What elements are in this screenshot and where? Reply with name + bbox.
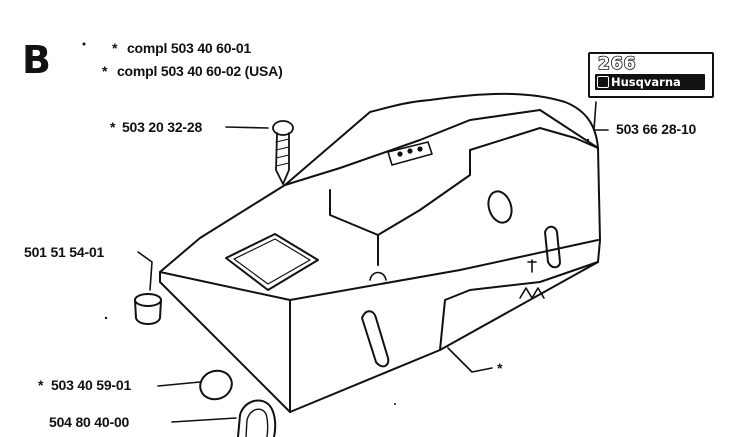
callout-plug-number: 501 51 54-01	[24, 244, 105, 260]
callout-screw-marker: *	[110, 119, 116, 135]
speck	[104, 316, 108, 320]
cover-rear-edge	[469, 127, 599, 151]
callout-cap-marker: *	[38, 377, 44, 393]
leader-gasket	[171, 417, 237, 423]
plug-body	[134, 299, 162, 325]
cover-ridge-top	[284, 109, 599, 186]
cover-pin	[527, 259, 537, 273]
screw-head	[272, 120, 294, 136]
decal-brand-name: Husqvarna	[611, 75, 681, 89]
vent-dot-2	[407, 148, 413, 154]
cover-top-housing	[329, 149, 471, 236]
decal-brand-bar: Husqvarna	[595, 74, 705, 90]
plug-top	[134, 293, 162, 307]
leader-plug	[137, 251, 153, 291]
decal-model-number: 266	[597, 54, 637, 74]
callout-cover-marker: *	[497, 360, 503, 376]
cover-ridge-left	[159, 239, 599, 301]
callout-cap-number: 503 40 59-01	[50, 377, 132, 393]
header-note-2: * compl 503 40 60-02 (USA)	[102, 63, 283, 79]
header-note-2-text: compl 503 40 60-02 (USA)	[116, 63, 283, 79]
cover-slot-side	[544, 225, 561, 269]
leader-decal	[593, 101, 609, 131]
leader-screw	[225, 126, 269, 129]
section-letter: B	[22, 38, 51, 82]
callout-gasket-number: 504 80 40-00	[49, 414, 130, 430]
cover-side-knob	[487, 190, 513, 224]
speck	[586, 138, 590, 142]
vent-dot-1	[397, 151, 403, 157]
callout-screw: * 503 20 32-28	[110, 119, 202, 135]
speck	[394, 403, 396, 405]
screw-thread	[275, 138, 290, 167]
cover-vent	[387, 141, 433, 166]
husqvarna-crown-icon	[597, 76, 609, 88]
cap	[199, 369, 233, 401]
leader-cover	[447, 347, 493, 373]
model-decal: 266 Husqvarna	[588, 52, 714, 98]
cover-hook	[369, 271, 387, 281]
speck	[82, 42, 86, 46]
cover-side-panel	[439, 261, 599, 351]
cover-outline	[159, 92, 601, 413]
header-note-1: * compl 503 40 60-01	[112, 40, 251, 56]
plug	[134, 293, 162, 325]
gasket-ring-inner	[245, 408, 269, 437]
header-note-2-marker: *	[102, 63, 108, 79]
header-note-1-text: compl 503 40 60-01	[126, 40, 251, 56]
cover-window-inner	[233, 238, 311, 285]
gasket-ring	[237, 399, 277, 437]
callout-cap: * 503 40 59-01	[38, 377, 131, 393]
callout-decal-number: 503 66 28-10	[616, 121, 697, 137]
cover-slot-front	[361, 310, 390, 368]
cover-latch	[519, 287, 545, 299]
screw	[272, 120, 294, 185]
vent-dot-3	[417, 146, 423, 152]
leader-cap	[157, 381, 201, 387]
callout-screw-number: 503 20 32-28	[121, 119, 203, 135]
cover-window	[225, 233, 319, 291]
header-note-1-marker: *	[112, 40, 118, 56]
